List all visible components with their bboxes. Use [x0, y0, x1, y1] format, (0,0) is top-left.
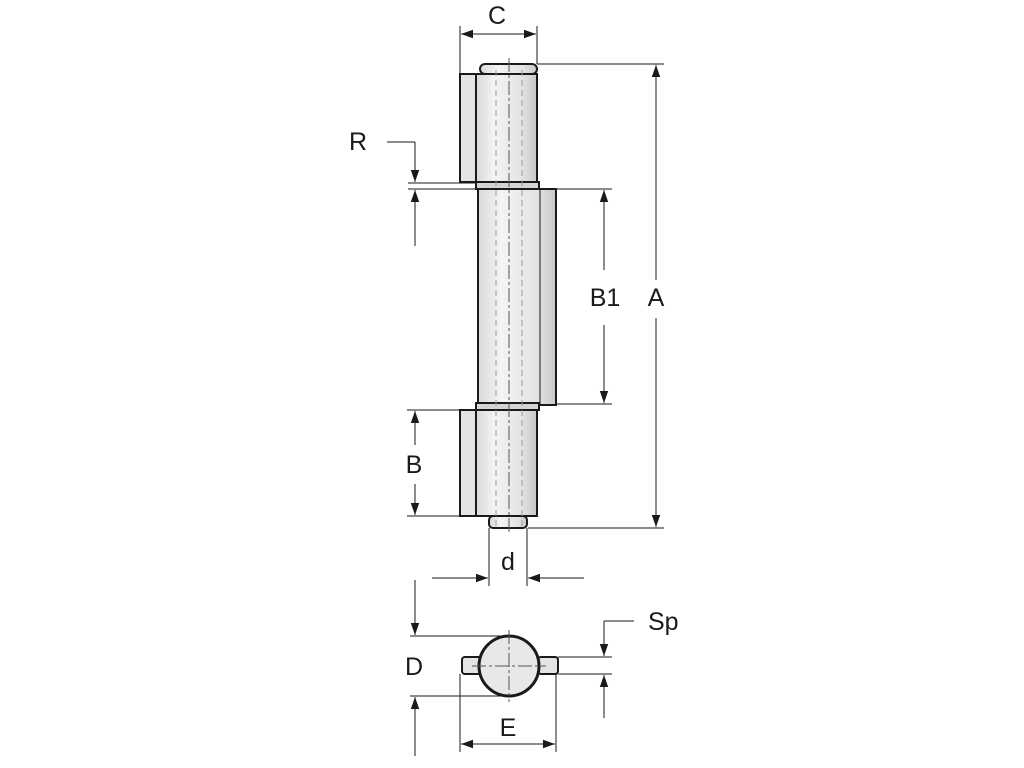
- upper-knuckle: [475, 73, 538, 183]
- dim-label-a: A: [648, 284, 665, 312]
- dim-label-r: R: [349, 128, 367, 156]
- dimension-b: B: [406, 409, 460, 517]
- dimension-e: E: [459, 674, 557, 752]
- hinge-plan-view: [461, 630, 559, 702]
- dimension-d-small: d: [432, 528, 584, 586]
- dim-label-sp: Sp: [648, 608, 679, 636]
- dim-label-c: C: [488, 2, 506, 30]
- dimension-c: C: [459, 2, 538, 74]
- lower-knuckle: [475, 409, 538, 517]
- dimension-r: R: [349, 128, 476, 246]
- dim-label-b1: B1: [590, 284, 621, 312]
- dim-label-d-small: d: [501, 548, 515, 576]
- dimension-sp: Sp: [558, 608, 679, 718]
- middle-knuckle: [477, 188, 557, 406]
- dim-label-e: E: [500, 714, 517, 742]
- dimension-a: A: [528, 63, 665, 529]
- lower-washer: [475, 402, 540, 411]
- dim-label-d-large: D: [405, 653, 423, 681]
- dim-label-b: B: [406, 451, 423, 479]
- upper-washer: [475, 181, 540, 190]
- dimension-b1: B1: [556, 188, 621, 405]
- hinge-side-view: [459, 58, 557, 532]
- bottom-pin: [488, 515, 528, 529]
